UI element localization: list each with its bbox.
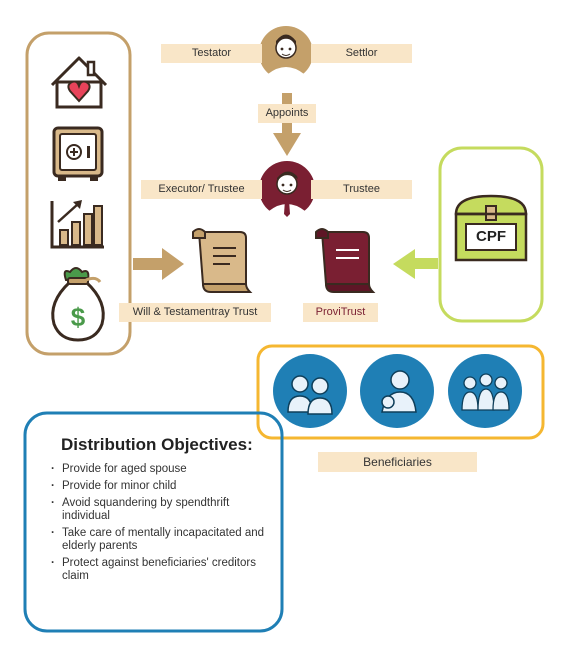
money-bag-icon: $: [51, 267, 105, 342]
beneficiaries-box: [256, 344, 545, 440]
beneficiary-parent-child-icon: [360, 354, 434, 428]
list-item: Avoid squandering by spendthrift individ…: [49, 497, 271, 523]
provitrust-label: ProviTrust: [303, 303, 378, 322]
executor-trustee-label: Executor/ Trustee: [141, 180, 262, 199]
svg-text:$: $: [71, 302, 86, 332]
list-item: Provide for aged spouse: [49, 463, 271, 476]
safe-icon: [52, 126, 104, 181]
cpf-arrow: [393, 249, 438, 279]
cpf-chest-icon: [454, 194, 528, 262]
settlor-label: Settlor: [311, 44, 412, 63]
distribution-list: Provide for aged spouse Provide for mino…: [49, 463, 271, 587]
assets-arrow: [133, 248, 184, 280]
list-item: Take care of mentally incapacitated and …: [49, 527, 271, 553]
provitrust-scroll-icon: [315, 228, 376, 293]
trustee-avatar: [259, 161, 315, 217]
appoints-label: Appoints: [258, 104, 316, 123]
distribution-title: Distribution Objectives:: [61, 435, 253, 454]
list-item: Provide for minor child: [49, 480, 271, 493]
trustee-label: Trustee: [311, 180, 412, 199]
distribution-box: [23, 411, 284, 633]
cpf-label: CPF: [476, 228, 506, 245]
appoints-arrow: [273, 93, 301, 156]
cpf-box: [438, 146, 544, 323]
will-label: Will & Testamentray Trust: [119, 303, 271, 322]
house-heart-icon: [50, 56, 108, 109]
settlor-avatar: [259, 26, 313, 80]
list-item: Protect against beneficiaries' creditors…: [49, 557, 271, 583]
will-scroll-icon: [192, 228, 253, 293]
beneficiaries-label: Beneficiaries: [318, 452, 477, 472]
beneficiary-family-icon: [448, 354, 522, 428]
testator-label: Testator: [161, 44, 262, 63]
assets-box: [25, 31, 132, 356]
growth-chart-icon: [50, 200, 104, 249]
beneficiary-couple-icon: [273, 354, 347, 428]
